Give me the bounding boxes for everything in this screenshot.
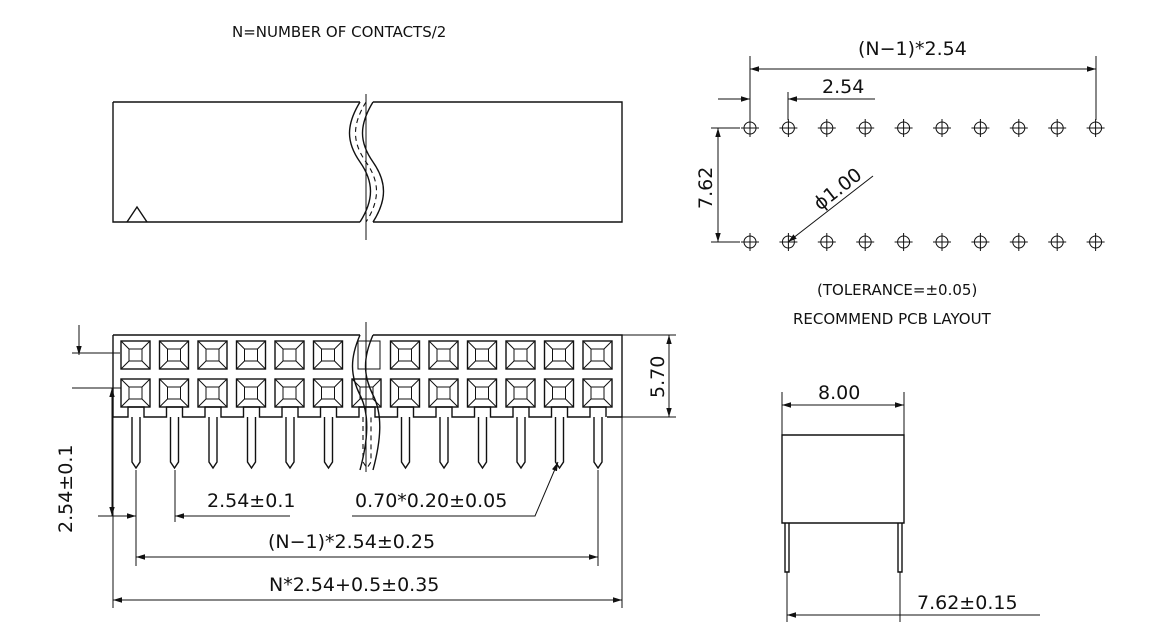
contact-cell [357, 340, 381, 370]
contact-cell [120, 340, 151, 370]
pcb-hole [856, 233, 875, 251]
contact-cell [505, 340, 536, 370]
contact-cell [582, 378, 613, 408]
contact-cell [274, 378, 305, 408]
contact-cell [158, 378, 190, 408]
note-contacts: N=NUMBER OF CONTACTS/2 [232, 23, 446, 41]
front-view: 5.70 2.54±0.1 2.54±0.1 0.70*0.20±0.05 (N… [55, 322, 676, 608]
front-pin-size-label: 0.70*0.20±0.05 [355, 490, 507, 512]
pin-tail [246, 417, 257, 470]
pcb-hole [894, 119, 913, 137]
pcb-hole [933, 233, 951, 251]
contact-cell [543, 378, 575, 408]
pcb-hole [741, 119, 759, 137]
contact-cell [428, 340, 459, 370]
pcb-hole [741, 233, 759, 251]
contact-cell [197, 378, 228, 408]
pin-tail [516, 417, 526, 470]
pcb-hole-dia-label: ϕ1.00 [810, 164, 867, 215]
pcb-hole [1048, 119, 1067, 137]
contact-cell [235, 340, 267, 370]
contact-cell [312, 340, 344, 370]
pin-tails [131, 417, 603, 470]
pcb-holes [741, 119, 1105, 251]
pcb-hole [1009, 233, 1028, 251]
pin-tail [169, 417, 180, 470]
pcb-hole [933, 119, 951, 137]
contact-cell [389, 378, 421, 408]
pcb-hole [817, 233, 836, 251]
front-body-length-label: N*2.54+0.5±0.35 [269, 574, 439, 596]
pin-tail [400, 417, 411, 470]
pcb-pitch-label: 2.54 [822, 76, 864, 98]
pcb-hole [779, 119, 798, 137]
pcb-layout: (N−1)*2.54 2.54 7.62 ϕ1.00 (TOLERANCE=±0… [695, 38, 1105, 328]
pcb-tolerance: (TOLERANCE=±0.05) [817, 281, 977, 299]
pin-tail [593, 417, 603, 470]
pin-tail [362, 417, 372, 469]
contact-cell [543, 340, 575, 370]
pcb-caption: RECOMMEND PCB LAYOUT [793, 310, 992, 328]
side-view: 8.00 7.62±0.15 [781, 382, 1040, 622]
pin-tail [323, 417, 334, 470]
side-row-pitch-label: 7.62±0.15 [917, 592, 1018, 614]
standoff-edge [113, 406, 607, 418]
pin-tail [439, 417, 449, 470]
pcb-hole [894, 233, 913, 251]
pcb-hole [971, 233, 990, 251]
contact-cell [158, 340, 190, 370]
front-height-label: 5.70 [647, 356, 669, 398]
pcb-hole [817, 119, 836, 137]
pin-tail [208, 417, 218, 470]
pin1-marker [126, 205, 148, 223]
pin-tail [131, 417, 141, 470]
pin-tail [477, 417, 488, 470]
contact-cell [312, 378, 344, 408]
contact-cell [582, 340, 613, 370]
pcb-hole [1048, 233, 1067, 251]
pcb-hole [1086, 233, 1105, 251]
contact-cell [428, 378, 459, 408]
front-tail-length-label: 2.54±0.1 [55, 445, 77, 533]
pcb-hole [971, 119, 990, 137]
pin-tail [285, 417, 295, 470]
contact-cell [120, 378, 151, 408]
pcb-hole [1086, 119, 1105, 137]
contact-cell [466, 378, 498, 408]
contact-cell [197, 340, 228, 370]
pin-tail [554, 417, 565, 470]
contact-cells [113, 340, 613, 418]
top-view [112, 94, 623, 240]
contact-cell [389, 340, 421, 370]
contact-cell [235, 378, 267, 408]
contact-cell [466, 340, 498, 370]
pcb-hole [856, 119, 875, 137]
pcb-pitch-total-label: (N−1)*2.54 [858, 38, 967, 60]
front-pin-span-label: (N−1)*2.54±0.25 [268, 531, 435, 553]
contact-cell [274, 340, 305, 370]
contact-cell [505, 378, 536, 408]
pcb-row-spacing-label: 7.62 [695, 167, 717, 209]
side-width-label: 8.00 [818, 382, 860, 404]
pcb-hole [1009, 119, 1028, 137]
front-pin-pitch-label: 2.54±0.1 [207, 490, 295, 512]
